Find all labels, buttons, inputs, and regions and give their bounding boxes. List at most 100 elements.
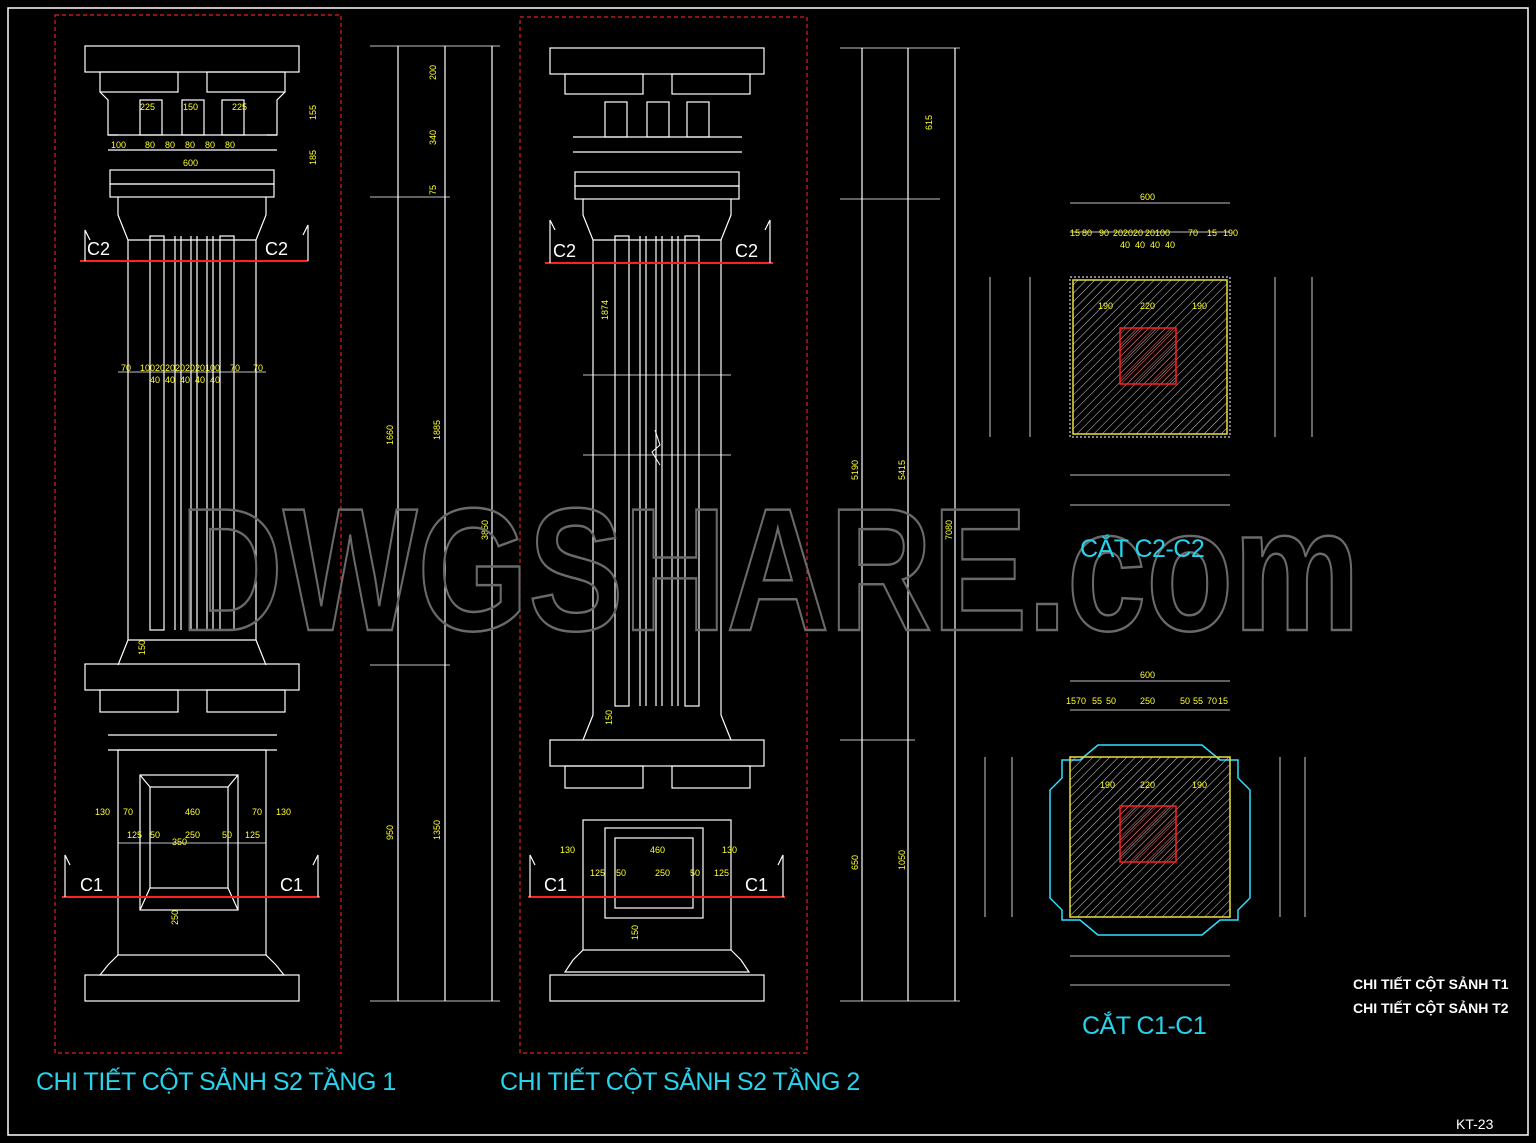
dim-col2-pedestal-1: 460 — [650, 845, 665, 855]
dim-c1-section-0: 600 — [1140, 670, 1155, 680]
dim-col2-pedestal-4: 50 — [616, 868, 626, 878]
dim-c1-section-5: 250 — [1140, 696, 1155, 706]
legend-item-t2: CHI TIẾT CỘT SẢNH T2 — [1353, 1000, 1509, 1016]
dim-col1-shaft-8: 70 — [230, 363, 240, 373]
frame-floor1 — [54, 14, 342, 1054]
dim-col2-pedestal-6: 50 — [690, 868, 700, 878]
dim-col1-capital-8: 80 — [205, 140, 215, 150]
dim-col1-pedestal-4: 130 — [276, 807, 291, 817]
dim-col2-pedestal-0: 130 — [560, 845, 575, 855]
frame-floor2 — [519, 16, 808, 1054]
dim-c2-section-14: 40 — [1120, 240, 1130, 250]
dim-col2-overall-1: 5415 — [897, 460, 907, 480]
c1-mark-right-floor2: C1 — [745, 875, 768, 895]
dim-c1-section-1: 15 — [1066, 696, 1076, 706]
dim-col2-pedestal-8: 150 — [630, 925, 640, 940]
c2-mark-left-floor1: C2 — [87, 239, 110, 259]
watermark: DWGSHARE.com — [180, 480, 1361, 650]
dim-col1-pedestal-9: 50 — [222, 830, 232, 840]
dim-col1-pedestal-1: 70 — [123, 807, 133, 817]
dim-col1-pedestal-7: 350 — [172, 837, 187, 847]
dim-col2-overall-5: 615 — [924, 115, 934, 130]
dim-col1-shaft-1: 100 — [140, 363, 155, 373]
dim-col1-shaft-9: 40 — [150, 375, 160, 385]
dim-col2-overall-2: 5190 — [850, 460, 860, 480]
dim-col1-shaft-12: 40 — [195, 375, 205, 385]
dim-c2-section-12: 220 — [1140, 301, 1155, 311]
dim-c2-section-3: 90 — [1099, 228, 1109, 238]
dim-c2-section-5: 20 — [1123, 228, 1133, 238]
dim-col1-overall-3: 1350 — [432, 820, 442, 840]
dim-c2-section-11: 190 — [1223, 228, 1238, 238]
dim-col2-pedestal-3: 125 — [590, 868, 605, 878]
dim-c2-section-4: 20 — [1113, 228, 1123, 238]
dim-col1-pedestal-11: 250 — [170, 910, 180, 925]
dim-c2-section-13: 190 — [1192, 301, 1207, 311]
dim-col2-shaft-0: 1874 — [600, 300, 610, 320]
dim-c1-section-9: 15 — [1218, 696, 1228, 706]
dim-c1-section-3: 55 — [1092, 696, 1102, 706]
dim-col1-pedestal-0: 130 — [95, 807, 110, 817]
dim-col1-shaft-3: 20 — [165, 363, 175, 373]
dim-col1-capital-6: 80 — [165, 140, 175, 150]
dim-c1-section-2: 70 — [1076, 696, 1086, 706]
dim-c2-section-6: 20 — [1133, 228, 1143, 238]
section-c1-plan — [984, 680, 1306, 986]
dim-col1-capital-5: 80 — [145, 140, 155, 150]
section-title-c1: CẮT C1-C1 — [1082, 1012, 1207, 1040]
dim-col2-pedestal-2: 130 — [722, 845, 737, 855]
dim-col1-pedestal-2: 460 — [185, 807, 200, 817]
dim-col1-shaft-2: 20 — [155, 363, 165, 373]
dim-c2-section-9: 70 — [1188, 228, 1198, 238]
dim-col1-shaft-0: 70 — [121, 363, 131, 373]
dim-col1-overall-0: 3850 — [480, 520, 490, 540]
dim-col1-capital-9: 80 — [225, 140, 235, 150]
c2-mark-left-floor2: C2 — [553, 241, 576, 261]
dim-c1-section-8: 70 — [1207, 696, 1217, 706]
sheet-border — [7, 7, 1529, 1136]
dim-c2-section-0: 600 — [1140, 192, 1155, 202]
dim-c2-section-7: 20 — [1145, 228, 1155, 238]
c1-mark-left-floor2: C1 — [544, 875, 567, 895]
dim-c2-section-15: 40 — [1135, 240, 1145, 250]
dim-col1-pedestal-6: 50 — [150, 830, 160, 840]
dim-col2-pedestal-5: 250 — [655, 868, 670, 878]
dim-col1-capital-1: 150 — [183, 102, 198, 112]
dim-c2-section-1: 15 — [1070, 228, 1080, 238]
dim-col1-shaft-4: 20 — [175, 363, 185, 373]
dim-col1-capital-3: 600 — [183, 158, 198, 168]
legend-item-t1: CHI TIẾT CỘT SẢNH T1 — [1353, 976, 1509, 992]
dim-c1-section-4: 50 — [1106, 696, 1116, 706]
dim-c2-section-8: 100 — [1155, 228, 1170, 238]
dim-c1-section-10: 190 — [1100, 780, 1115, 790]
dim-col1-shaft-11: 40 — [180, 375, 190, 385]
dim-c2-section-17: 40 — [1165, 240, 1175, 250]
dim-col1-pedestal-12: 150 — [137, 640, 147, 655]
watermark-text: DWGSHARE.com — [180, 480, 1360, 650]
title-floor1: CHI TIẾT CỘT SẢNH S2 TẦNG 1 — [36, 1068, 396, 1096]
dim-col1-pedestal-5: 125 — [127, 830, 142, 840]
dim-col1-right-4: 185 — [308, 150, 318, 165]
dim-col1-shaft-7: 100 — [205, 363, 220, 373]
dim-col2-overall-0: 7080 — [944, 520, 954, 540]
section-c2-plan — [989, 202, 1313, 506]
dim-col2-shaft-1: 150 — [604, 710, 614, 725]
dim-c2-section-11: 190 — [1098, 301, 1113, 311]
dim-col2-pedestal-7: 125 — [714, 868, 729, 878]
dim-col2-overall-3: 1050 — [897, 850, 907, 870]
dim-col1-overall-2: 1660 — [385, 425, 395, 445]
dim-col1-shaft-5: 20 — [185, 363, 195, 373]
column-elevation-floor1 — [54, 14, 500, 1054]
dim-c1-section-6: 50 — [1180, 696, 1190, 706]
dim-col1-pedestal-8: 250 — [185, 830, 200, 840]
dim-col1-shaft-8: 70 — [253, 363, 263, 373]
title-floor2: CHI TIẾT CỘT SẢNH S2 TẦNG 2 — [500, 1068, 860, 1096]
dim-col1-capital-4: 100 — [111, 140, 126, 150]
dim-col1-shaft-13: 40 — [210, 375, 220, 385]
dim-c2-section-10: 15 — [1207, 228, 1217, 238]
c1-mark-right-floor1: C1 — [280, 875, 303, 895]
sheet-number: KT-23 — [1456, 1116, 1494, 1132]
dim-col1-pedestal-10: 125 — [245, 830, 260, 840]
